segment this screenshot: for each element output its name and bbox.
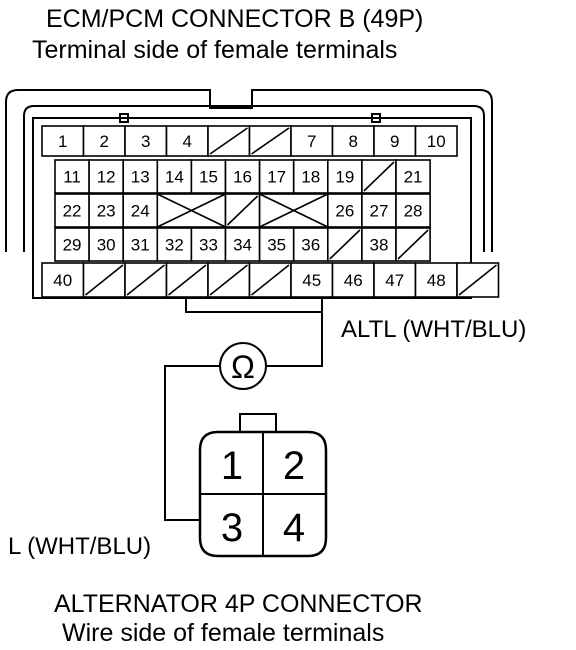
ecm-terminal-number: 32 — [165, 236, 184, 255]
ecm-terminal-cell — [292, 159, 329, 194]
ecm-terminal-cell — [54, 159, 90, 194]
ecm-terminal-number: 4 — [183, 132, 192, 151]
ecm-terminal-cell — [156, 227, 193, 262]
ecm-terminal-number: 19 — [335, 168, 354, 187]
ecm-unused-slash — [126, 264, 165, 296]
ecm-terminal-number: 8 — [349, 132, 358, 151]
ecm-unused-slash — [168, 264, 207, 296]
ohm-icon: Ω — [231, 349, 255, 385]
ecm-terminal-cell — [258, 159, 295, 194]
alternator-connector: 1 2 3 4 — [198, 413, 328, 558]
ecm-terminal-number: 27 — [369, 202, 388, 221]
ecm-terminal-number: 48 — [427, 271, 446, 290]
alternator-connector-title: ALTERNATOR 4P CONNECTOR — [54, 590, 423, 618]
ecm-terminal-number: 45 — [302, 271, 321, 290]
ecm-terminal-number: 2 — [100, 132, 109, 151]
ecm-terminal-cell — [156, 159, 193, 194]
ecm-terminal-number: 12 — [97, 168, 116, 187]
ecm-terminal-number: 17 — [267, 168, 286, 187]
ecm-terminal-cell — [224, 227, 261, 262]
ecm-terminal-cell — [414, 125, 458, 157]
ecm-unused-slash — [363, 161, 395, 192]
ecm-terminal-cell — [331, 262, 375, 298]
ecm-connector-subtitle: Terminal side of female terminals — [32, 36, 398, 64]
ecm-terminal-cell — [395, 193, 431, 228]
ecm-terminal-number: 15 — [199, 168, 218, 187]
ecm-terminal-number: 9 — [390, 132, 399, 151]
ecm-terminal-number: 35 — [267, 236, 286, 255]
ecm-terminal-cell — [414, 262, 458, 298]
ecm-terminal-number: 36 — [301, 236, 320, 255]
ecm-terminal-number: 47 — [385, 271, 404, 290]
ecm-terminal-number: 22 — [63, 202, 82, 221]
ecm-terminal-cell — [82, 125, 126, 157]
ecm-blocked-cross — [259, 193, 329, 228]
ohmmeter-symbol: Ω — [219, 342, 267, 390]
ecm-connector-title: ECM/PCM CONNECTOR B (49P) — [46, 5, 424, 33]
ecm-terminal-number: 34 — [233, 236, 252, 255]
test-wire — [164, 298, 323, 521]
ecm-terminal-number: 33 — [199, 236, 218, 255]
ecm-terminal-number: 1 — [58, 132, 67, 151]
ecm-unused-slash — [329, 229, 361, 260]
ecm-terminal-cell — [88, 159, 124, 194]
ecm-unused-slash — [85, 264, 124, 296]
ecm-terminal-cell — [88, 227, 124, 262]
ecm-terminal-number: 23 — [97, 202, 116, 221]
ecm-terminal-number: 18 — [301, 168, 320, 187]
ecm-blocked-cross — [156, 193, 226, 228]
ecm-terminal-number: 40 — [53, 271, 72, 290]
ecm-terminal-number: 3 — [141, 132, 150, 151]
ecm-terminal-number: 13 — [131, 168, 150, 187]
ecm-terminal-number: 24 — [131, 202, 150, 221]
ecm-terminal-number: 46 — [344, 271, 363, 290]
ecm-terminal-number: 7 — [307, 132, 316, 151]
ecm-terminal-number: 31 — [131, 236, 150, 255]
ecm-terminal-cell — [258, 227, 295, 262]
ecm-unused-slash — [251, 127, 290, 155]
ecm-terminal-number: 38 — [369, 236, 388, 255]
ecm-terminal-cell — [395, 159, 431, 194]
ecm-terminal-number: 28 — [404, 202, 423, 221]
ecm-terminal-cell — [361, 227, 397, 262]
ecm-terminal-cell — [190, 227, 227, 262]
ecm-terminal-number: 30 — [97, 236, 116, 255]
ecm-terminal-cell — [326, 193, 363, 228]
ecm-terminal-cell — [224, 159, 261, 194]
ecm-unused-slash — [209, 264, 248, 296]
altl-wire-label: ALTL (WHT/BLU) — [341, 316, 527, 343]
alt-terminal-4: 4 — [283, 506, 305, 550]
ecm-unused-slash — [251, 264, 290, 296]
l-wire-label: L (WHT/BLU) — [8, 533, 152, 560]
alt-terminal-2: 2 — [283, 444, 305, 488]
ecm-terminal-number: 14 — [165, 168, 184, 187]
ecm-terminal-cell — [54, 193, 90, 228]
alt-terminal-1: 1 — [221, 444, 243, 488]
ecm-terminal-number: 10 — [427, 132, 446, 151]
ecm-unused-slash — [458, 264, 497, 296]
ecm-terminal-number: 29 — [63, 236, 82, 255]
ecm-terminal-number: 11 — [63, 168, 81, 187]
ecm-terminal-number: 26 — [335, 202, 354, 221]
alternator-connector-subtitle: Wire side of female terminals — [62, 619, 385, 647]
ecm-unused-slash — [397, 229, 429, 260]
ecm-unused-slash — [209, 127, 248, 155]
ecm-terminal-number: 21 — [404, 168, 423, 187]
alt-terminal-3: 3 — [221, 506, 243, 550]
ecm-terminal-cell — [373, 125, 417, 157]
ecm-terminal-cell — [124, 125, 168, 157]
ecm-terminal-number: 16 — [233, 168, 252, 187]
ecm-terminal-cell — [373, 262, 417, 298]
ecm-terminal-cell — [326, 159, 363, 194]
ecm-unused-slash — [226, 195, 259, 226]
ecm-terminal-cell — [54, 227, 90, 262]
